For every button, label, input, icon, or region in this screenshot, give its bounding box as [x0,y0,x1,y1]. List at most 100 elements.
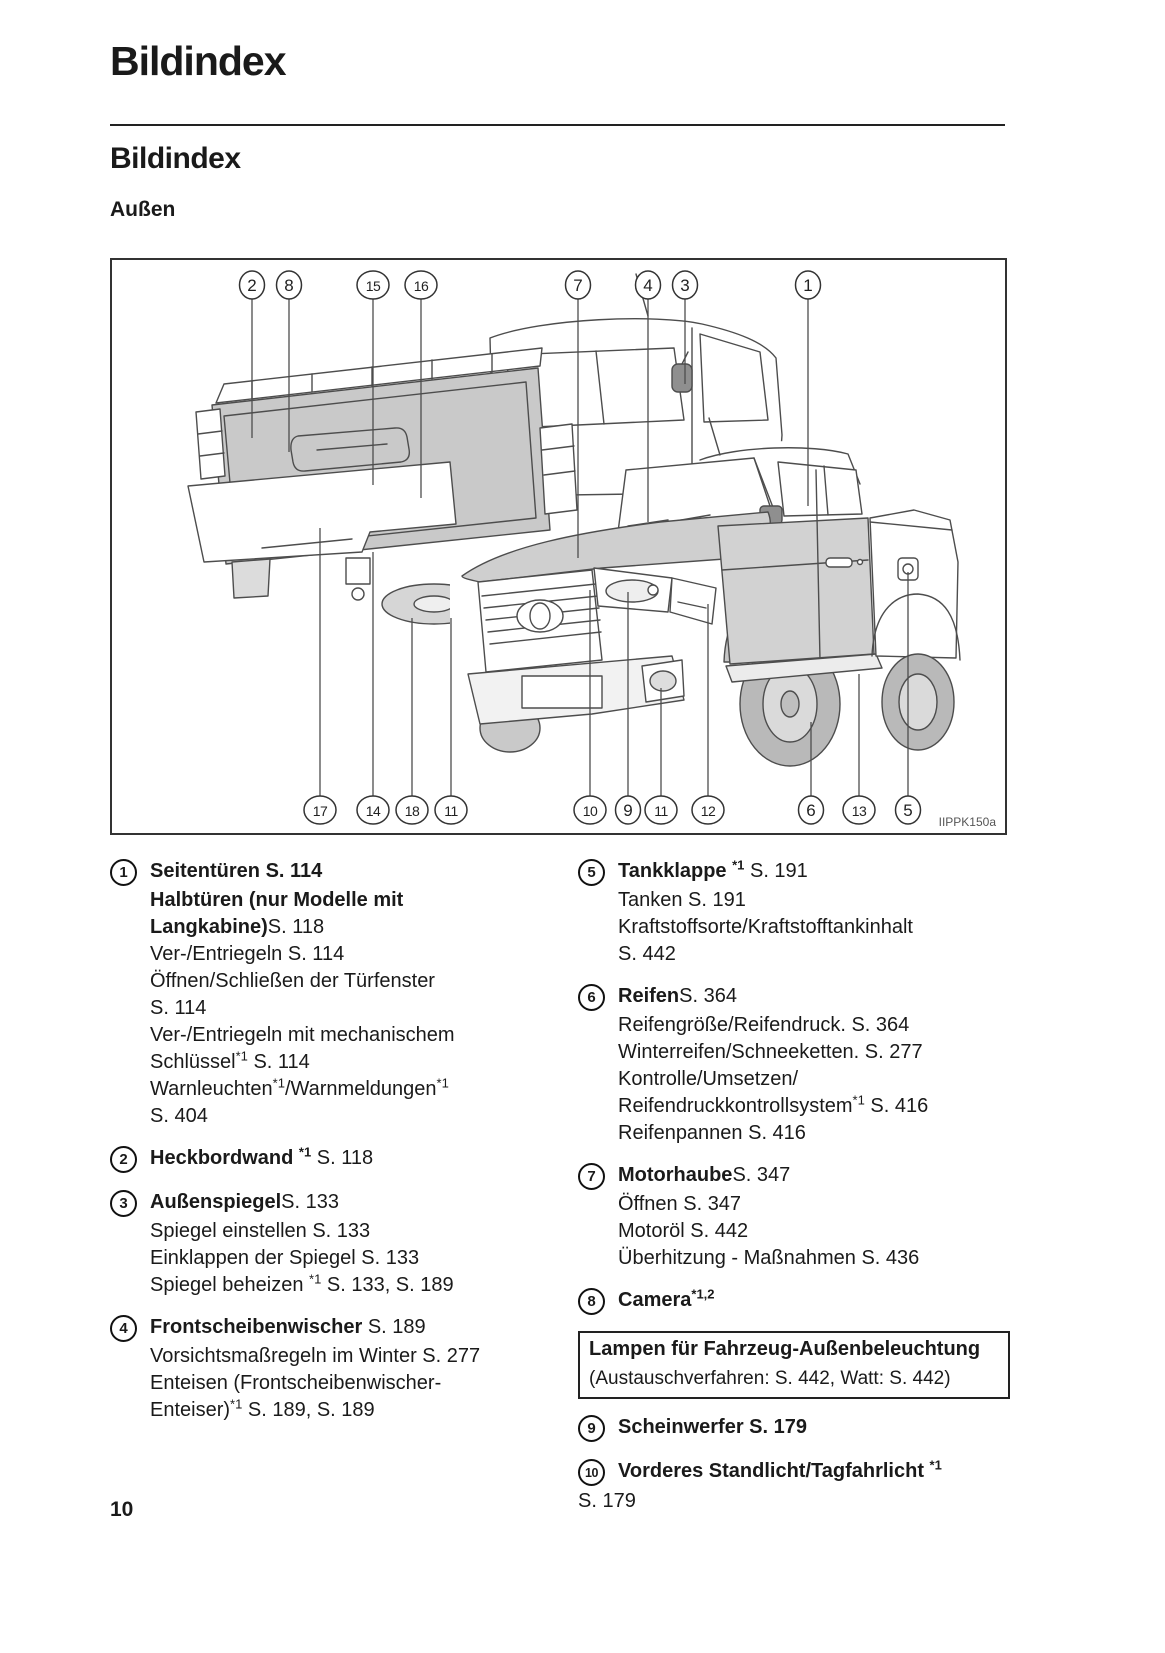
legend-item-number: 6 [578,984,605,1011]
legend-line: Tankklappe *1 S. 191 [618,858,1010,885]
legend-line: Heckbordwand *1 S. 118 [150,1145,562,1172]
legend-line: Winterreifen/Schneeketten. S. 277 [618,1039,1010,1066]
svg-text:4: 4 [643,276,652,295]
legend-text-segment: Öffnen/Schließen der Türfenster [150,970,435,992]
legend-line: Vorderes Standlicht/Tagfahrlicht *1 [618,1458,1010,1485]
svg-text:15: 15 [366,278,381,294]
legend-line: Tanken S. 191 [618,887,1010,914]
page-title: Bildindex [110,38,287,84]
legend-text-segment: S. 133 [281,1191,339,1213]
legend-text-segment: Frontscheibenwischer [150,1316,363,1338]
legend-text-segment: Heckbordwand [150,1147,299,1169]
legend-text-segment: Schlüssel [150,1051,236,1073]
figure-callout-3: 3 [671,270,699,384]
legend-text-segment: Halbtüren (nur Modelle mit [150,889,404,911]
legend-text-segment: *1 [309,1271,322,1287]
lamp-replacement-note-box: Lampen für Fahrzeug-Außenbeleuchtung(Aus… [578,1331,1010,1399]
legend-line: Reifengröße/Reifendruck. S. 364 [618,1012,1010,1039]
legend-text-segment: Öffnen S. 347 [618,1193,742,1215]
svg-text:9: 9 [623,801,632,820]
legend-text-segment: S. 114 [247,1051,310,1073]
figure-callout-2: 2 [238,270,266,438]
legend-line: Motoröl S. 442 [618,1218,1010,1245]
legend-line: S. 179 [578,1488,1010,1515]
legend-text-segment: *1 [929,1457,942,1473]
legend-line: ReifenS. 364 [618,983,1010,1010]
legend-line: Kraftstoffsorte/Kraftstofftankinhalt [618,914,1010,941]
legend-text-segment: Spiegel beheizen [150,1274,310,1296]
legend-line: Halbtüren (nur Modelle mit [150,887,562,914]
svg-text:7: 7 [573,276,582,295]
legend-line: Öffnen/Schließen der Türfenster [150,968,562,995]
legend-line: Reifendruckkontrollsystem*1 S. 416 [618,1093,1010,1120]
legend-text-segment: *1 [436,1075,449,1091]
legend-line: Reifenpannen S. 416 [618,1120,1010,1147]
legend-line: Warnleuchten*1/Warnmeldungen*1 [150,1076,562,1103]
figure-callout-11: 11 [644,688,678,825]
legend-text-segment: S. 179 [578,1490,636,1512]
legend-text-segment: *1 [235,1048,248,1064]
svg-text:11: 11 [654,803,668,819]
header-divider [110,124,1005,126]
legend-line: S. 442 [618,941,1010,968]
legend-line: Frontscheibenwischer S. 189 [150,1314,562,1341]
figure-callout-16: 16 [404,270,438,498]
legend-text-segment: Reifen [618,985,680,1007]
legend-text-segment: Warnleuchten [150,1078,273,1100]
svg-text:5: 5 [903,801,912,820]
legend-line: Seitentüren S. 114 [150,858,562,885]
legend-line: Kontrolle/Umsetzen/ [618,1066,1010,1093]
subsection-title: Außen [110,198,176,221]
figure-callout-7: 7 [564,270,592,558]
figure-callout-14: 14 [356,552,390,825]
legend-line: (Austauschverfahren: S. 442, Watt: S. 44… [589,1365,999,1392]
front-truck-drawing [450,417,962,767]
legend-text-segment: Seitentüren S. 114 [150,860,323,882]
legend-text-segment: Camera [618,1289,692,1311]
svg-text:18: 18 [405,803,420,819]
legend-line: Ver-/Entriegeln mit mechanischem [150,1022,562,1049]
legend-text-segment: Enteiser) [150,1399,231,1421]
svg-text:11: 11 [444,803,458,819]
legend-text-segment: S. 189, S. 189 [242,1399,375,1421]
legend-line: Spiegel beheizen *1 S. 133, S. 189 [150,1272,562,1299]
legend-text-segment: Spiegel einstellen S. 133 [150,1220,371,1242]
legend-text-segment: (Austauschverfahren: S. 442, Watt: S. 44… [589,1368,951,1389]
svg-text:14: 14 [366,803,381,819]
legend-item-number: 5 [578,859,605,886]
svg-text:12: 12 [701,803,716,819]
legend-text-segment: *1 [732,857,745,873]
legend-text-segment: S. 114 [150,997,207,1019]
svg-text:3: 3 [680,276,689,295]
svg-text:8: 8 [284,276,293,295]
figure-callout-6: 6 [797,722,825,825]
figure-callout-11: 11 [434,618,468,825]
legend-text-segment: Motorhaube [618,1164,733,1186]
legend-item-number: 7 [578,1163,605,1190]
legend-text-segment: Ver-/Entriegeln mit mechanischem [150,1024,455,1046]
svg-text:16: 16 [414,278,429,294]
legend-line: MotorhaubeS. 347 [618,1162,1010,1189]
legend-text-segment: S. 133, S. 189 [321,1274,454,1296]
legend-text-segment: S. 416 [864,1095,929,1117]
legend-line: Spiegel einstellen S. 133 [150,1218,562,1245]
figure-callout-13: 13 [842,674,876,825]
legend-text-segment: *1 [230,1396,243,1412]
figure-callout-18: 18 [395,618,429,825]
legend-text-segment: S. 118 [311,1147,374,1169]
legend-text-segment: Tankklappe [618,860,733,882]
legend-text-segment: Ver-/Entriegeln S. 114 [150,943,345,965]
legend-text-segment: S. 404 [150,1105,208,1127]
legend-line: Camera*1,2 [618,1287,1010,1314]
svg-text:10: 10 [583,803,598,819]
legend-text-segment: Kontrolle/Umsetzen/ [618,1068,799,1090]
